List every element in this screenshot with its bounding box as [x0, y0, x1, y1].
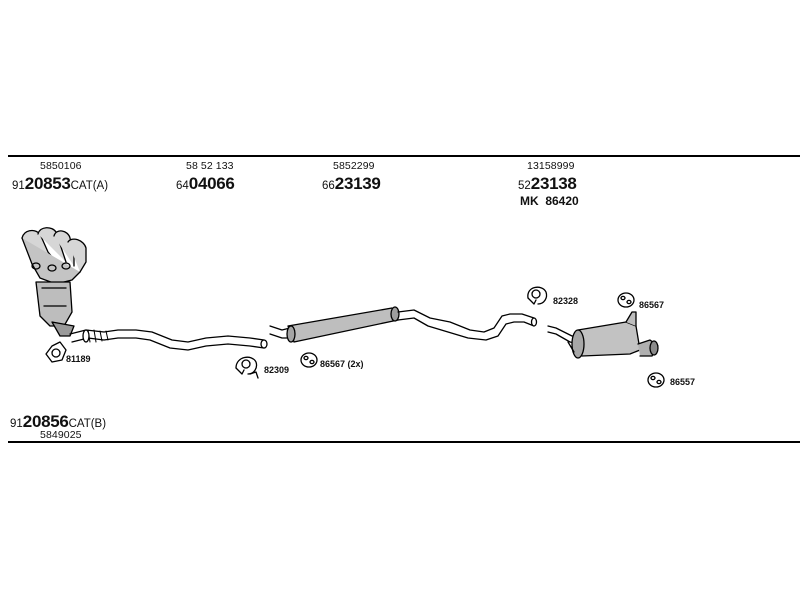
part-main: 04066: [188, 174, 235, 193]
part-prefix: 52: [518, 180, 531, 192]
clamp-icon: [235, 356, 259, 379]
label-clamp-mid: 82309: [264, 365, 290, 375]
bottom-divider: [8, 441, 800, 443]
code-5849025: 5849025: [40, 429, 82, 441]
part-number-middle-silencer: 6623139: [322, 174, 381, 194]
label-clamp-rear: 82328: [553, 296, 579, 306]
clamp-icon: [527, 286, 548, 305]
rubber-mount-icon: [647, 372, 665, 388]
part-suffix: CAT(A): [70, 180, 109, 192]
part-number-front-pipe: 6404066: [176, 174, 235, 194]
code-5852299: 5852299: [333, 160, 375, 172]
part-prefix: 91: [12, 180, 25, 192]
label-rubber-mid: 86567 (2x): [320, 359, 364, 369]
code-5850106: 5850106: [40, 160, 82, 172]
manifold-catalyst: [21, 227, 87, 337]
rubber-mount-icon: [300, 352, 318, 368]
part-number-cat-b: 9120856CAT(B): [10, 412, 106, 432]
part-suffix: CAT(B): [68, 418, 107, 430]
rear-silencer: [547, 311, 659, 359]
part-main: 23139: [334, 174, 381, 193]
label-gasket: 81189: [66, 354, 91, 364]
code-5852133: 58 52 133: [186, 160, 234, 172]
part-main: 20856: [22, 412, 69, 431]
top-divider: [8, 155, 800, 157]
rubber-mount-icon: [617, 292, 635, 308]
part-number-rear-silencer: 5223138: [518, 174, 577, 194]
part-main: 20853: [24, 174, 71, 193]
label-rubber-rear-bottom: 86557: [670, 377, 696, 387]
part-prefix: 66: [322, 180, 335, 192]
middle-silencer: [269, 306, 538, 343]
code-13158999: 13158999: [527, 160, 575, 172]
gasket-icon: [45, 341, 67, 363]
label-rubber-rear-top: 86567: [639, 300, 665, 310]
mounting-kit-label: MK 86420: [520, 194, 579, 208]
part-prefix: 64: [176, 180, 189, 192]
part-main: 23138: [530, 174, 577, 193]
part-number-cat-a: 9120853CAT(A): [12, 174, 108, 194]
front-pipe: [69, 329, 268, 351]
part-prefix: 91: [10, 418, 23, 430]
